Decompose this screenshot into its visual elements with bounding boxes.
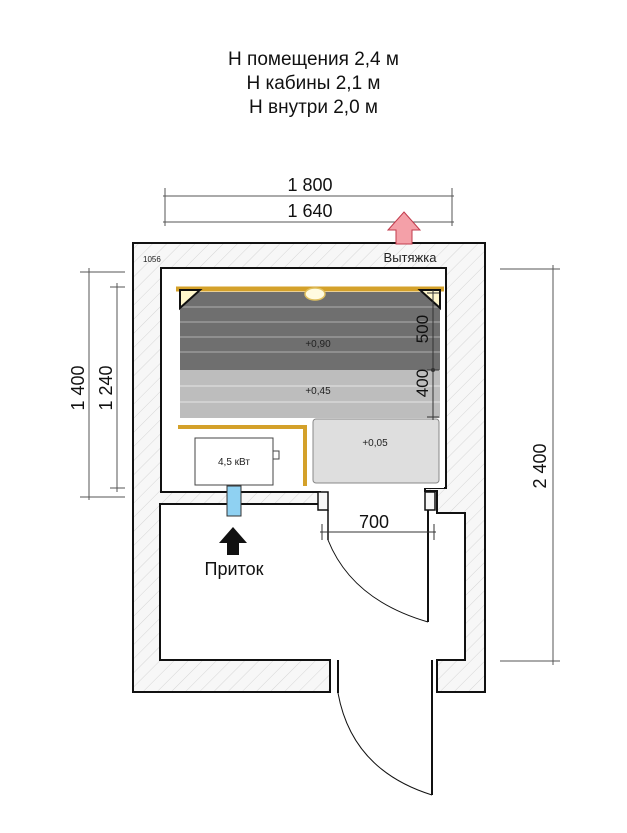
intake-label: Приток (205, 559, 264, 579)
dimension-overall-height (500, 265, 560, 665)
floor-grate-level: +0,05 (362, 438, 388, 449)
bench-top-level: +0,90 (305, 339, 331, 350)
sauna-door-jamb-right (424, 491, 436, 511)
dimension-door-width (320, 524, 436, 540)
sauna-door-swing (327, 510, 429, 623)
dimension-sauna-outer-height (80, 268, 125, 500)
sauna-outer-height-label: 1 400 (68, 365, 88, 410)
floor-grate (312, 418, 440, 484)
inner-width-label: 1 640 (287, 201, 332, 221)
inner-height-note: H внутри 2,0 м (248, 97, 378, 118)
upper-bench (180, 292, 440, 370)
intake-vent (226, 485, 242, 517)
outer-walls (132, 242, 486, 693)
exhaust-label: Вытяжка (384, 250, 438, 265)
room-height-note: H помещения 2,4 м (228, 49, 399, 70)
heater (194, 437, 274, 486)
entrance-door-swing (337, 660, 433, 796)
lower-bench-depth-label: 400 (413, 369, 432, 397)
heater-knob (272, 450, 280, 460)
corner-lamp-left (179, 289, 203, 311)
overall-width-label: 1 800 (287, 175, 332, 195)
overall-height-label: 2 400 (530, 443, 550, 488)
ceiling-lamp (304, 287, 326, 301)
intake-arrow-icon (219, 527, 247, 555)
cabin-height-note: H кабины 2,1 м (246, 73, 381, 94)
heater-barrier (178, 425, 307, 486)
dimension-upper-bench-depth (427, 290, 439, 420)
corner-lamp-right (417, 289, 441, 311)
door-width-label: 700 (359, 512, 389, 532)
dimension-overall-width (163, 188, 454, 226)
heater-power-label: 4,5 кВт (218, 457, 250, 468)
sauna-inner-height-label: 1 240 (96, 365, 116, 410)
exhaust-arrow-icon (386, 211, 422, 245)
sauna-door-jamb-left (317, 491, 329, 511)
bench-mid-level: +0,45 (305, 386, 331, 397)
middle-bench (180, 370, 440, 418)
upper-bench-depth-label: 500 (413, 315, 432, 343)
plan-code-label: 1056 (143, 255, 161, 264)
height-notes: H помещения 2,4 м H кабины 2,1 м H внутр… (0, 48, 627, 120)
dimension-sauna-inner-height (110, 283, 125, 492)
